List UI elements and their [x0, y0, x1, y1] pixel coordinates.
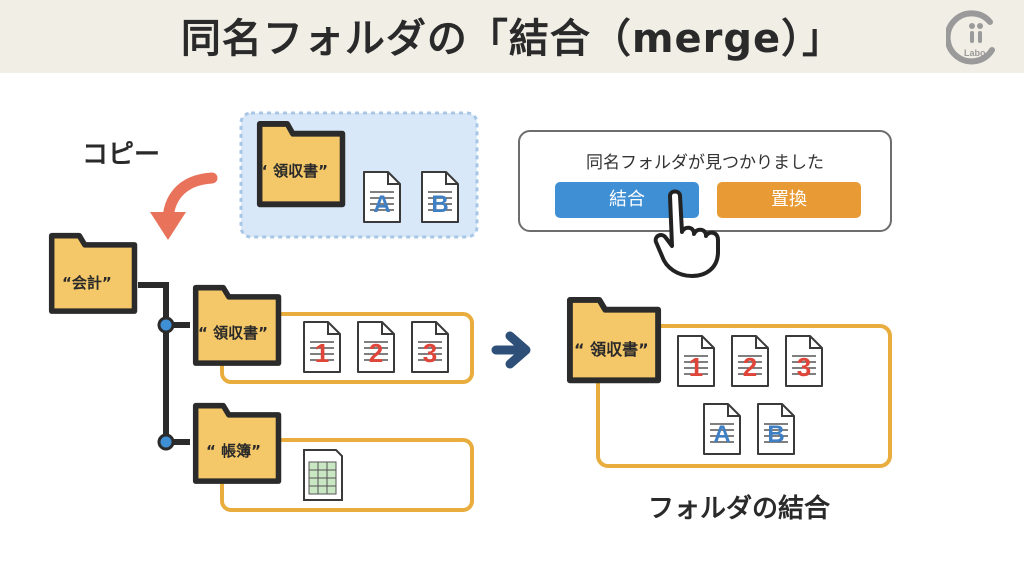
- page-title: 同名フォルダの「結合（merge）」: [180, 16, 844, 62]
- tree-node-dot: [157, 433, 175, 451]
- chii-labo-logo-icon: Labo: [946, 10, 995, 65]
- folder-label-merged-receipts: “ 領収書”: [574, 340, 649, 359]
- doc-letter: B: [767, 421, 784, 448]
- folder-label-accounting: “会計”: [62, 274, 112, 292]
- merge-caption: フォルダの結合: [648, 494, 831, 524]
- doc-letter: B: [431, 191, 448, 218]
- arrow-right-icon: [491, 331, 531, 369]
- copy-label: コピー: [82, 140, 161, 170]
- doc-number: 3: [797, 352, 811, 382]
- doc-letter: A: [713, 421, 730, 448]
- folder-label-receipts: “ 領収書”: [198, 324, 268, 342]
- duplicate-folder-dialog: 同名フォルダが見つかりました 結合 置換: [518, 130, 892, 232]
- svg-text:Labo: Labo: [964, 48, 986, 58]
- copy-arrowhead-icon: [150, 212, 186, 240]
- doc-number: 3: [423, 338, 437, 368]
- dialog-message: 同名フォルダが見つかりました: [586, 153, 824, 173]
- header-bar: [0, 0, 1024, 73]
- doc-number: 1: [315, 338, 329, 368]
- tree-connector: [138, 282, 190, 445]
- folder-label-ledger: “ 帳簿”: [206, 442, 261, 460]
- folder-label-copied-receipts: “ 領収書”: [258, 162, 328, 180]
- pointing-hand-icon: [653, 189, 720, 278]
- doc-number: 2: [743, 352, 757, 382]
- replace-button[interactable]: 置換: [717, 182, 861, 218]
- doc-number: 2: [369, 338, 383, 368]
- doc-number: 1: [689, 352, 703, 382]
- doc-letter: A: [373, 191, 390, 218]
- spreadsheet-icon: [303, 449, 343, 501]
- tree-node-dot: [157, 316, 175, 334]
